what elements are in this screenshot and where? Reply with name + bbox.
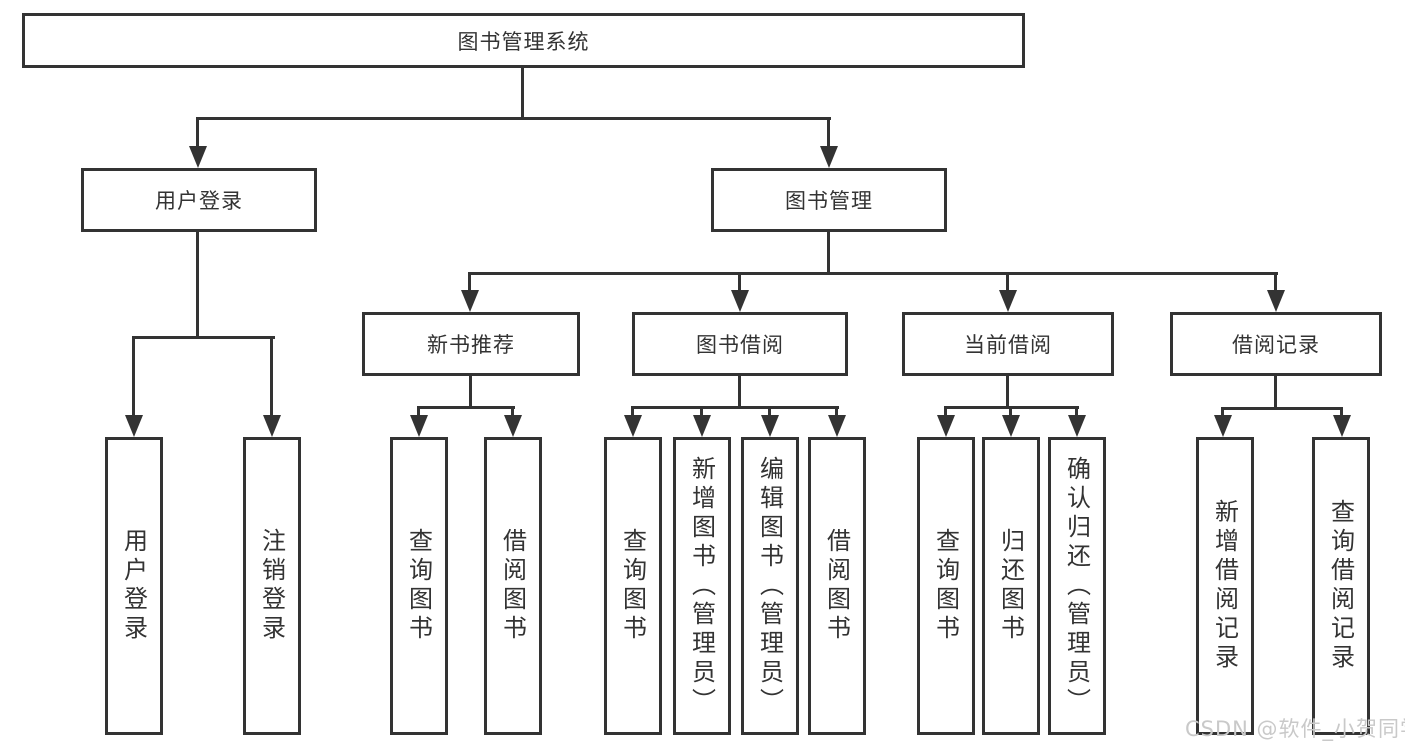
connector-line bbox=[468, 272, 471, 292]
node-book-borrow: 图书借阅 bbox=[632, 312, 848, 376]
connector-line bbox=[511, 406, 514, 418]
leaf-br-add-record-label: 新增借阅记录 bbox=[1210, 499, 1239, 673]
arrow-down-icon bbox=[1333, 415, 1351, 437]
connector-line bbox=[197, 117, 831, 120]
leaf-logout-label: 注销登录 bbox=[257, 528, 286, 644]
arrow-down-icon bbox=[624, 415, 642, 437]
connector-line bbox=[1006, 376, 1009, 406]
connector-line bbox=[1006, 272, 1009, 292]
connector-line bbox=[738, 272, 741, 292]
arrow-down-icon bbox=[828, 415, 846, 437]
node-borrow-record: 借阅记录 bbox=[1170, 312, 1382, 376]
arrow-down-icon bbox=[937, 415, 955, 437]
leaf-cb-confirm-return-admin: 确认归还（管理员） bbox=[1048, 437, 1106, 735]
arrow-down-icon bbox=[410, 415, 428, 437]
connector-line bbox=[827, 117, 830, 148]
leaf-bb-borrow-book-label: 借阅图书 bbox=[822, 528, 851, 644]
leaf-nbr-query-book-label: 查询图书 bbox=[404, 528, 433, 644]
node-book-borrow-label: 图书借阅 bbox=[696, 333, 784, 357]
leaf-br-query-record: 查询借阅记录 bbox=[1312, 437, 1370, 735]
leaf-bb-add-book-admin: 新增图书（管理员） bbox=[673, 437, 731, 735]
arrow-down-icon bbox=[693, 415, 711, 437]
leaf-bb-query-book: 查询图书 bbox=[604, 437, 662, 735]
connector-line bbox=[827, 232, 830, 272]
connector-line bbox=[768, 406, 771, 418]
connector-line bbox=[1221, 407, 1343, 410]
arrow-down-icon bbox=[761, 415, 779, 437]
node-current-borrow: 当前借阅 bbox=[902, 312, 1114, 376]
connector-line bbox=[700, 406, 703, 418]
connector-line bbox=[196, 232, 199, 336]
connector-line bbox=[738, 376, 741, 406]
connector-line bbox=[132, 336, 275, 339]
leaf-cb-return-book-label: 归还图书 bbox=[996, 528, 1025, 644]
node-root-label: 图书管理系统 bbox=[457, 29, 590, 54]
leaf-cb-query-book-label: 查询图书 bbox=[931, 528, 960, 644]
connector-line bbox=[1340, 407, 1343, 418]
arrow-down-icon bbox=[1002, 415, 1020, 437]
connector-line bbox=[1009, 406, 1012, 418]
arrow-down-icon bbox=[1068, 415, 1086, 437]
connector-line bbox=[521, 68, 524, 117]
connector-line bbox=[1075, 406, 1078, 418]
node-book-management: 图书管理 bbox=[711, 168, 947, 232]
connector-line bbox=[1274, 376, 1277, 407]
leaf-nbr-borrow-book: 借阅图书 bbox=[484, 437, 542, 735]
leaf-nbr-borrow-book-label: 借阅图书 bbox=[498, 528, 527, 644]
arrow-down-icon bbox=[1267, 290, 1285, 312]
leaf-cb-confirm-return-admin-label: 确认归还（管理员） bbox=[1062, 455, 1091, 717]
connector-line bbox=[417, 406, 420, 418]
connector-line bbox=[417, 406, 515, 409]
leaf-bb-borrow-book: 借阅图书 bbox=[808, 437, 866, 735]
node-book-management-label: 图书管理 bbox=[785, 189, 873, 213]
arrow-down-icon bbox=[504, 415, 522, 437]
leaf-br-add-record: 新增借阅记录 bbox=[1196, 437, 1254, 735]
connector-line bbox=[270, 336, 273, 417]
leaf-cb-return-book: 归还图书 bbox=[982, 437, 1040, 735]
connector-line bbox=[468, 272, 1278, 275]
arrow-down-icon bbox=[189, 146, 207, 168]
leaf-br-query-record-label: 查询借阅记录 bbox=[1326, 499, 1355, 673]
connector-line bbox=[196, 117, 199, 148]
arrow-down-icon bbox=[1214, 415, 1232, 437]
arrow-down-icon bbox=[731, 290, 749, 312]
arrow-down-icon bbox=[461, 290, 479, 312]
leaf-bb-add-book-admin-label: 新增图书（管理员） bbox=[687, 455, 716, 717]
connector-line bbox=[469, 376, 472, 406]
connector-line bbox=[631, 406, 839, 409]
connector-line bbox=[631, 406, 634, 418]
arrow-down-icon bbox=[125, 415, 143, 437]
connector-line bbox=[835, 406, 838, 418]
csdn-watermark: CSDN @软件_小贺同学 bbox=[1185, 717, 1405, 741]
node-user-login: 用户登录 bbox=[81, 168, 317, 232]
leaf-bb-query-book-label: 查询图书 bbox=[618, 528, 647, 644]
connector-line bbox=[1274, 272, 1277, 292]
node-borrow-record-label: 借阅记录 bbox=[1232, 333, 1320, 357]
leaf-user-login: 用户登录 bbox=[105, 437, 163, 735]
leaf-logout: 注销登录 bbox=[243, 437, 301, 735]
leaf-cb-query-book: 查询图书 bbox=[917, 437, 975, 735]
leaf-bb-edit-book-admin-label: 编辑图书（管理员） bbox=[755, 455, 784, 717]
connector-line bbox=[944, 406, 947, 418]
node-current-borrow-label: 当前借阅 bbox=[964, 333, 1052, 357]
arrow-down-icon bbox=[999, 290, 1017, 312]
arrow-down-icon bbox=[263, 415, 281, 437]
node-root: 图书管理系统 bbox=[22, 13, 1025, 68]
node-new-book-recommend: 新书推荐 bbox=[362, 312, 580, 376]
arrow-down-icon bbox=[820, 146, 838, 168]
leaf-nbr-query-book: 查询图书 bbox=[390, 437, 448, 735]
leaf-bb-edit-book-admin: 编辑图书（管理员） bbox=[741, 437, 799, 735]
connector-line bbox=[1221, 407, 1224, 418]
node-new-book-recommend-label: 新书推荐 bbox=[427, 333, 515, 357]
connector-line bbox=[132, 336, 135, 417]
node-user-login-label: 用户登录 bbox=[155, 189, 243, 213]
leaf-user-login-label: 用户登录 bbox=[119, 528, 148, 644]
